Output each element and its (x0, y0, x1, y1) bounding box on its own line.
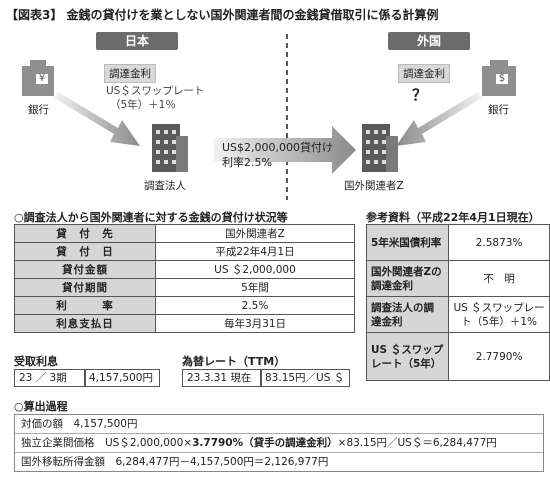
reference-value: 2.5873% (448, 224, 550, 261)
loan-section-heading: ○調査法人から国外関連者に対する金銭の貸付け状況等 (14, 211, 288, 224)
reference-key: 調査法人の調達金利 (365, 296, 450, 333)
fx-date: 23.3.31 現在 (182, 369, 262, 387)
reference-key: 国外関連者Zの調達金利 (365, 260, 450, 297)
reference-heading: 参考資料（平成22年4月1日現在） (366, 211, 540, 224)
region-label-foreign: 外国 (388, 32, 470, 50)
rate-text-left-2: （5年）＋1％ (110, 99, 176, 111)
loan-key: 貸付期間 (14, 278, 156, 297)
loan-value: 平成22年4月1日 (155, 242, 355, 261)
arrow-loan (214, 126, 356, 174)
bank-icon-left (22, 60, 54, 96)
loan-key: 貸 付 先 (14, 224, 156, 243)
arrow-bank-to-company-z (396, 92, 482, 146)
interest-period: 23 ／ 3期 (14, 369, 86, 387)
rate-label-right: 調達金利 (398, 64, 450, 83)
building-icon-left (152, 124, 188, 172)
loan-value: 5年間 (155, 278, 355, 297)
reference-key: 5年米国債利率 (365, 224, 450, 261)
bank-icon-right (482, 60, 516, 96)
table-row: 貸 付 日平成22年4月1日 (14, 242, 355, 261)
dollar-icon: $ (498, 73, 506, 84)
rate-unknown: ？ (412, 86, 428, 104)
calculation-heading: ○算出過程 (14, 400, 68, 413)
loan-value: 国外関連者Z (155, 224, 355, 243)
bank-label-right: 銀行 (488, 104, 509, 116)
loan-key: 利息支払日 (14, 314, 156, 333)
calculation-line-2-rate: 3.7790%（貸手の調達金利） (192, 437, 338, 449)
calculation-line-1: 対価の額 4,157,500円 (15, 415, 543, 434)
table-row: US ＄スワップレート（5年）2.7790% (365, 332, 550, 381)
region-label-japan: 日本 (96, 32, 178, 50)
company-label-left: 調査法人 (144, 180, 186, 192)
page-title: 【図表3】 金銭の貸付けを業としない国外関連者間の金銭貸借取引に係る計算例 (6, 8, 439, 22)
loan-key: 貸 付 日 (14, 242, 156, 261)
interest-amount: 4,157,500円 (84, 369, 160, 387)
loan-key: 利 率 (14, 296, 156, 315)
loan-rate-text: 利率2.5% (222, 156, 272, 169)
bank-label-left: 銀行 (28, 104, 49, 116)
reference-value: US ＄スワップレート（5年）＋1% (448, 296, 550, 333)
table-row: 貸 付 先国外関連者Z (14, 224, 355, 243)
reference-key: US ＄スワップレート（5年） (365, 332, 450, 381)
calculation-line-2-pre: 独立企業間価格 US＄2,000,000× (21, 437, 193, 449)
fx-rate: 83.15円／US ＄ (260, 369, 350, 387)
reference-value: 2.7790% (448, 332, 550, 381)
loan-value: US ＄2,000,000 (155, 260, 355, 279)
calculation-line-3: 国外移転所得金額 6,284,477円－4,157,500円＝2,126,977… (21, 456, 329, 468)
table-row: 国外関連者Zの調達金利不 明 (365, 260, 550, 297)
calculation-line-2-post: ×83.15円／US＄＝6,284,477円 (337, 437, 497, 449)
fx-heading: 為替レート（TTM） (182, 355, 286, 368)
calculation-line-2: 独立企業間価格 US＄2,000,000×3.7790%（貸手の調達金利）×83… (15, 434, 543, 453)
yen-icon: ¥ (38, 73, 46, 84)
diagram-graphics (22, 34, 516, 200)
table-row: 利息支払日毎年3月31日 (14, 314, 355, 333)
loan-amount-text: US$2,000,000貸付け (222, 141, 334, 154)
rate-label-left: 調達金利 (104, 64, 156, 83)
reference-value: 不 明 (448, 260, 550, 297)
loan-value: 2.5% (155, 296, 355, 315)
calculation-box: 対価の額 4,157,500円 独立企業間価格 US＄2,000,000×3.7… (14, 414, 544, 472)
arrow-bank-to-company (54, 92, 140, 146)
building-icon-right (362, 124, 398, 172)
interest-heading: 受取利息 (14, 355, 58, 368)
loan-value: 毎年3月31日 (155, 314, 355, 333)
company-label-right: 国外関連者Z (344, 180, 404, 192)
loan-key: 貸付金額 (14, 260, 156, 279)
rate-text-left-1: US＄スワップレート (106, 85, 205, 97)
